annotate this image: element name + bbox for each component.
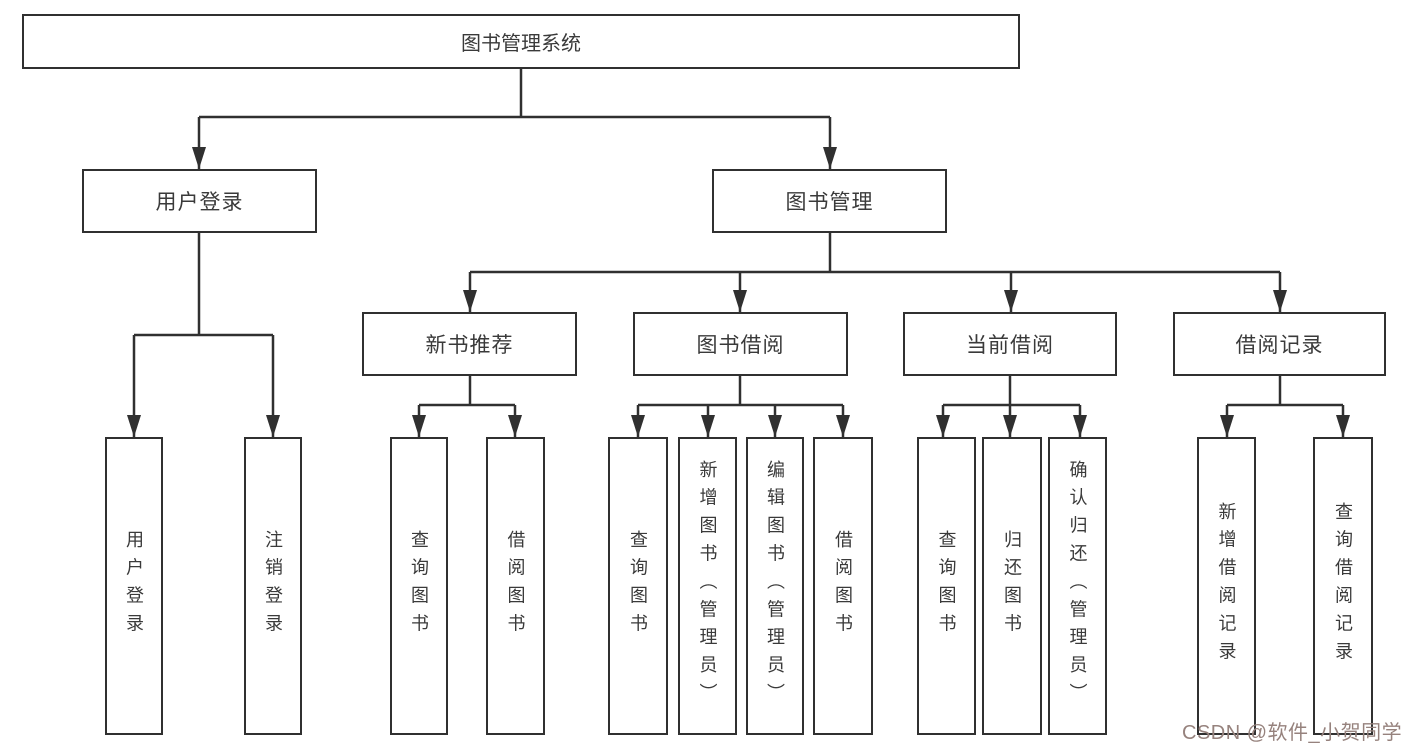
leaf-label: 新增图书（管理员） xyxy=(697,460,718,712)
leaf-query-books-recommend: 查询图书 xyxy=(390,437,448,735)
leaf-edit-books-admin: 编辑图书（管理员） xyxy=(746,437,804,735)
leaf-label: 用户登录 xyxy=(124,530,144,642)
leaf-add-borrow-record: 新增借阅记录 xyxy=(1197,437,1256,735)
leaf-label: 查询图书 xyxy=(936,530,957,642)
leaf-label: 确认归还（管理员） xyxy=(1067,460,1088,712)
leaf-borrow-books-recommend: 借阅图书 xyxy=(486,437,545,735)
node-current-borrowing: 当前借阅 xyxy=(903,312,1117,376)
leaf-label: 注销登录 xyxy=(263,530,283,642)
leaf-label: 编辑图书（管理员） xyxy=(765,460,785,712)
leaf-return-books: 归还图书 xyxy=(982,437,1042,735)
csdn-watermark: CSDN @软件_小贺同学 xyxy=(1182,722,1403,744)
leaf-query-books-current: 查询图书 xyxy=(917,437,976,735)
leaf-label: 查询借阅记录 xyxy=(1333,502,1353,670)
leaf-borrow-books: 借阅图书 xyxy=(813,437,873,735)
leaf-query-books-borrowing: 查询图书 xyxy=(608,437,668,735)
leaf-user-login: 用户登录 xyxy=(105,437,163,735)
node-library-management-system: 图书管理系统 xyxy=(22,14,1020,69)
leaf-label: 归还图书 xyxy=(1002,530,1022,642)
leaf-label: 借阅图书 xyxy=(833,530,853,642)
leaf-label: 查询图书 xyxy=(628,530,648,642)
node-book-management: 图书管理 xyxy=(712,169,947,233)
leaf-logout: 注销登录 xyxy=(244,437,302,735)
leaf-label: 查询图书 xyxy=(409,530,429,642)
leaf-label: 新增借阅记录 xyxy=(1216,502,1237,670)
node-borrowing-records: 借阅记录 xyxy=(1173,312,1386,376)
node-new-book-recommend: 新书推荐 xyxy=(362,312,577,376)
node-book-borrowing: 图书借阅 xyxy=(633,312,848,376)
leaf-confirm-return-admin: 确认归还（管理员） xyxy=(1048,437,1107,735)
leaf-label: 借阅图书 xyxy=(505,530,526,642)
node-user-login: 用户登录 xyxy=(82,169,317,233)
leaf-query-borrow-record: 查询借阅记录 xyxy=(1313,437,1373,735)
leaf-add-books-admin: 新增图书（管理员） xyxy=(678,437,737,735)
